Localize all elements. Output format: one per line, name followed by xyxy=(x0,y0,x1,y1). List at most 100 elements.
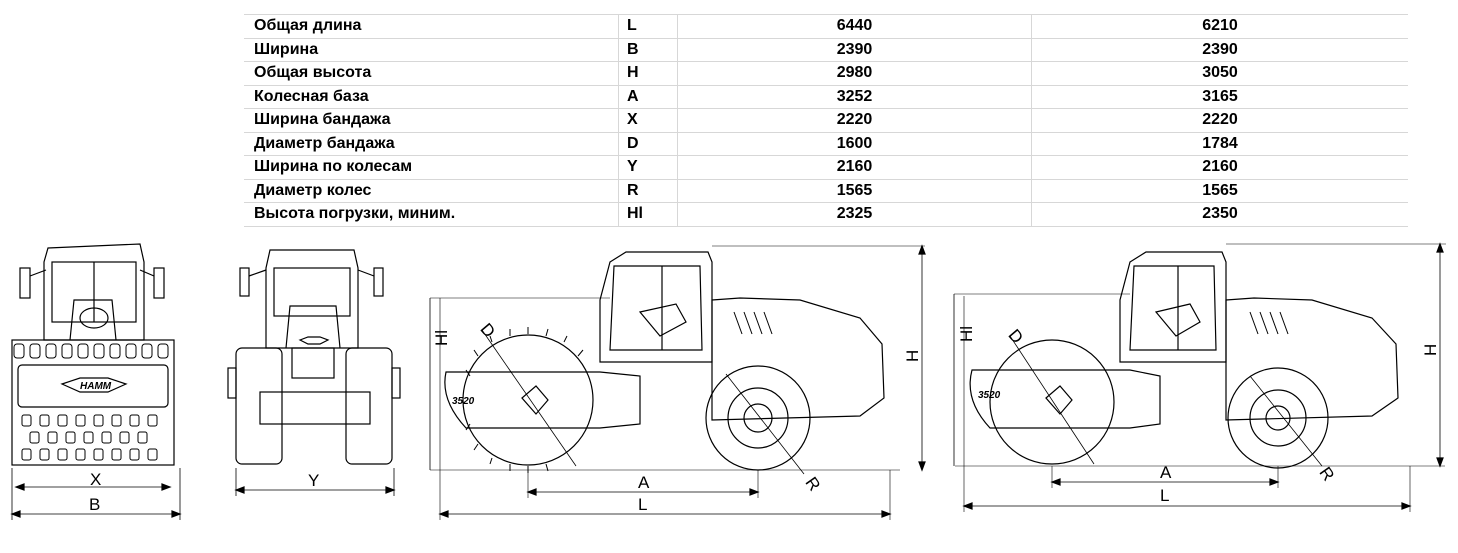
spec-cell-param: Колесная база xyxy=(244,84,619,109)
dim-x-arrow-right xyxy=(161,483,172,491)
front-drum-pads xyxy=(13,343,169,461)
side-view-padfoot: 3520 A L Hl H D R xyxy=(429,244,926,520)
spec-cell-symbol: H xyxy=(618,61,678,85)
pad-seat xyxy=(638,303,687,337)
spec-cell-param: Общая высота xyxy=(244,61,619,85)
front-mirror-left xyxy=(19,267,31,299)
spec-cell-value1: 6440 xyxy=(677,14,1032,38)
pad-hood-vents xyxy=(733,311,773,335)
front-view: HAMM X xyxy=(10,243,182,520)
spec-cell-value2: 1565 xyxy=(1031,178,1408,203)
spec-cell-symbol: D xyxy=(618,131,678,156)
smooth-cab xyxy=(1119,251,1227,363)
front-mirror-arm-right xyxy=(139,269,155,277)
pad-cab-window xyxy=(609,265,703,351)
dim-y-label: Y xyxy=(308,471,319,490)
spec-cell-symbol: B xyxy=(618,37,678,62)
spec-cell-param: Диаметр бандажа xyxy=(244,131,619,156)
spec-cell-value1: 3252 xyxy=(677,84,1032,109)
spec-cell-symbol: Y xyxy=(618,155,678,179)
spec-cell-value1: 2390 xyxy=(677,37,1032,62)
spec-cell-param: Ширина по колесам xyxy=(244,155,619,179)
technical-drawing: HAMM X xyxy=(10,242,1446,520)
spec-cell-value2: 6210 xyxy=(1031,14,1408,38)
spec-cell-symbol: L xyxy=(618,14,678,38)
pad-front-frame xyxy=(444,371,641,429)
dim-x-arrow-left xyxy=(14,483,25,491)
front-drum xyxy=(11,339,175,466)
pad-dim-r-label: R xyxy=(802,474,825,495)
spec-cell-param: Общая длина xyxy=(244,14,619,38)
spec-cell-value2: 2220 xyxy=(1031,108,1408,132)
smooth-dim-d-label: D xyxy=(1004,326,1026,348)
pad-dim-hl-label: Hl xyxy=(432,330,451,346)
smooth-hood xyxy=(1225,297,1399,421)
spec-cell-symbol: X xyxy=(618,108,678,132)
rear-wheel-right xyxy=(345,347,393,465)
spec-cell-symbol: A xyxy=(618,84,678,109)
rear-cab-window xyxy=(273,267,351,317)
hamm-logo-icon: HAMM xyxy=(60,377,128,393)
spec-cell-value2: 3165 xyxy=(1031,84,1408,109)
smooth-dim-hl-label: Hl xyxy=(957,326,976,342)
smooth-dim-h-label: H xyxy=(1421,344,1440,356)
spec-cell-param: Диаметр колес xyxy=(244,178,619,203)
rear-wheel-left xyxy=(235,347,283,465)
pad-dim-d-label: D xyxy=(476,320,498,342)
spec-cell-value2: 2160 xyxy=(1031,155,1408,179)
rear-view: Y xyxy=(227,249,401,496)
pad-cab xyxy=(599,251,713,363)
rear-axle xyxy=(259,391,371,425)
front-logo-text: HAMM xyxy=(80,381,112,392)
spec-cell-param: Ширина xyxy=(244,37,619,62)
dim-b-arrow-right xyxy=(171,510,182,518)
pad-hood xyxy=(711,297,885,421)
smooth-dim-r-label: R xyxy=(1316,464,1339,485)
dim-b-arrow-left xyxy=(10,510,21,518)
smooth-dim-a-label: A xyxy=(1160,463,1172,482)
rear-mirror-left xyxy=(239,267,250,297)
spec-cell-value2: 2350 xyxy=(1031,202,1408,227)
dim-b-label: B xyxy=(89,495,100,514)
spec-cell-value1: 2325 xyxy=(677,202,1032,227)
spec-cell-value1: 2980 xyxy=(677,61,1032,85)
side-view-smooth: 3520 A L Hl H D R xyxy=(953,242,1446,512)
front-mirror-arm-left xyxy=(29,269,47,277)
smooth-cab-window xyxy=(1129,265,1217,351)
spec-cell-value1: 2220 xyxy=(677,108,1032,132)
pad-model-text: 3520 xyxy=(452,396,475,407)
rear-grille xyxy=(291,347,335,379)
spec-cell-value2: 2390 xyxy=(1031,37,1408,62)
smooth-model-text: 3520 xyxy=(978,390,1001,401)
smooth-dim-l-label: L xyxy=(1160,486,1169,505)
rear-cab-outline xyxy=(265,249,359,349)
rear-mirror-right xyxy=(373,267,384,297)
smooth-hood-vents xyxy=(1249,311,1289,335)
hamm-logo-rear-icon xyxy=(298,336,330,345)
smooth-seat xyxy=(1154,303,1201,337)
pad-dim-a-label: A xyxy=(638,473,650,492)
rear-engine xyxy=(285,305,341,349)
front-mirror-right xyxy=(153,267,165,299)
spec-cell-symbol: R xyxy=(618,178,678,203)
front-hood xyxy=(69,299,117,341)
smooth-front-frame xyxy=(969,369,1161,429)
pad-dim-h-label: H xyxy=(903,350,922,362)
spec-cell-value1: 2160 xyxy=(677,155,1032,179)
pad-dim-l-label: L xyxy=(638,495,647,514)
front-seat xyxy=(79,307,109,329)
front-frame xyxy=(17,364,169,408)
spec-cell-symbol: Hl xyxy=(618,202,678,227)
spec-cell-param: Высота погрузки, миним. xyxy=(244,202,619,227)
pad-drum xyxy=(462,334,594,466)
